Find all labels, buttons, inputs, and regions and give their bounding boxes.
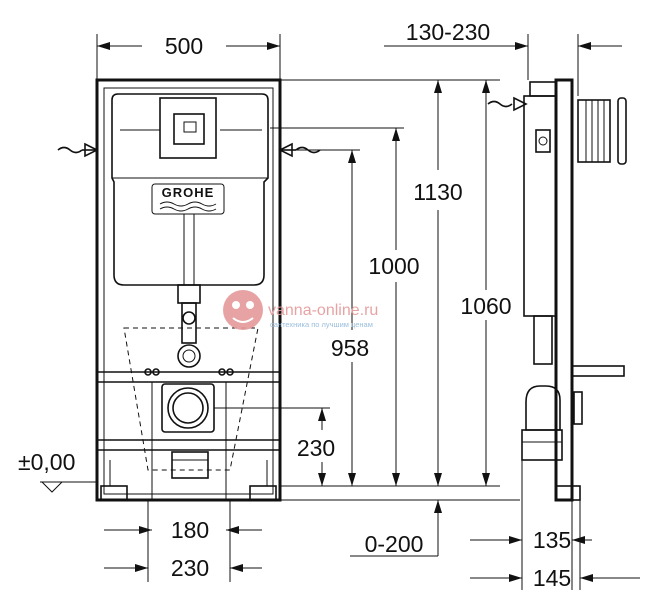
dim-height-230: 230 — [297, 435, 335, 461]
brand-logo-box — [151, 183, 225, 215]
side-foot — [555, 485, 581, 501]
side-view — [487, 78, 627, 502]
dim-spacing-230: 230 — [171, 555, 209, 581]
watermark: vanna-online.ru сантехника по лучшим цен… — [223, 290, 378, 330]
dim-depth-135: 135 — [533, 527, 571, 553]
bolt-right-2 — [226, 368, 234, 376]
flush-plate-opening — [159, 97, 217, 159]
dim-depth-range: 130-230 — [406, 19, 490, 45]
dimension-lines — [96, 34, 640, 590]
side-frame-post — [554, 78, 574, 502]
flush-elbow-outer — [177, 344, 201, 368]
frame-outer — [95, 78, 282, 502]
side-top-bracket — [529, 81, 557, 97]
watermark-tagline: сантехника по лучшим ценам — [270, 320, 373, 329]
dim-zero-level: ±0,00 — [18, 449, 75, 475]
watermark-logo-icon — [223, 290, 263, 330]
bolt-right-1 — [218, 368, 226, 376]
frame-inner — [103, 87, 274, 495]
dim-height-958: 958 — [331, 335, 369, 361]
side-support-bar — [571, 365, 625, 377]
water-supply-left-arrow — [84, 142, 99, 158]
water-supply-right-arrow — [278, 142, 293, 158]
side-water-arrow — [513, 96, 528, 112]
brand-logo-text: GROHE — [162, 185, 215, 200]
side-drain-pipe — [521, 429, 563, 461]
water-supply-left-wave — [57, 146, 83, 154]
flush-pipe-top — [177, 284, 201, 304]
flush-pipe — [181, 302, 197, 344]
flush-plate-inner — [173, 113, 205, 145]
dim-floor-adjust: 0-200 — [365, 531, 424, 557]
bolt-left-1 — [144, 368, 152, 376]
foot-left — [100, 485, 128, 501]
front-view: GROHE — [57, 78, 321, 502]
drain-outlet-outer — [167, 387, 209, 429]
side-flush-pipe — [533, 315, 553, 365]
flush-pipe-joint — [182, 311, 196, 325]
drain-coupling — [171, 451, 209, 479]
drain-housing — [161, 383, 215, 433]
side-flush-frame — [577, 99, 611, 163]
side-water-wave — [487, 100, 513, 108]
side-valve-box — [535, 129, 551, 153]
brand-wave-1 — [159, 201, 217, 207]
cistern-body — [111, 93, 269, 286]
watermark-site: vanna-online.ru — [268, 302, 378, 319]
flush-elbow-inner — [182, 349, 196, 363]
side-flush-plate — [617, 97, 627, 165]
dim-frame-width: 500 — [165, 33, 203, 59]
dim-spacing-180: 180 — [171, 517, 209, 543]
brand-wave-2 — [159, 206, 217, 212]
dim-total-height: 1130 — [413, 179, 462, 205]
side-bolt — [573, 391, 583, 425]
foot-right — [249, 485, 277, 501]
flush-plate-button — [183, 121, 197, 133]
side-cistern — [523, 95, 557, 317]
toilet-outline-dashed — [123, 327, 259, 471]
side-flush-threads — [585, 100, 605, 162]
dim-height-1060: 1060 — [460, 293, 511, 319]
level-marker — [40, 481, 64, 493]
side-valve — [538, 136, 548, 146]
drain-outlet-inner — [172, 392, 204, 424]
dim-height-1000: 1000 — [368, 253, 419, 279]
dim-depth-145: 145 — [533, 565, 571, 591]
bolt-left-2 — [152, 368, 160, 376]
